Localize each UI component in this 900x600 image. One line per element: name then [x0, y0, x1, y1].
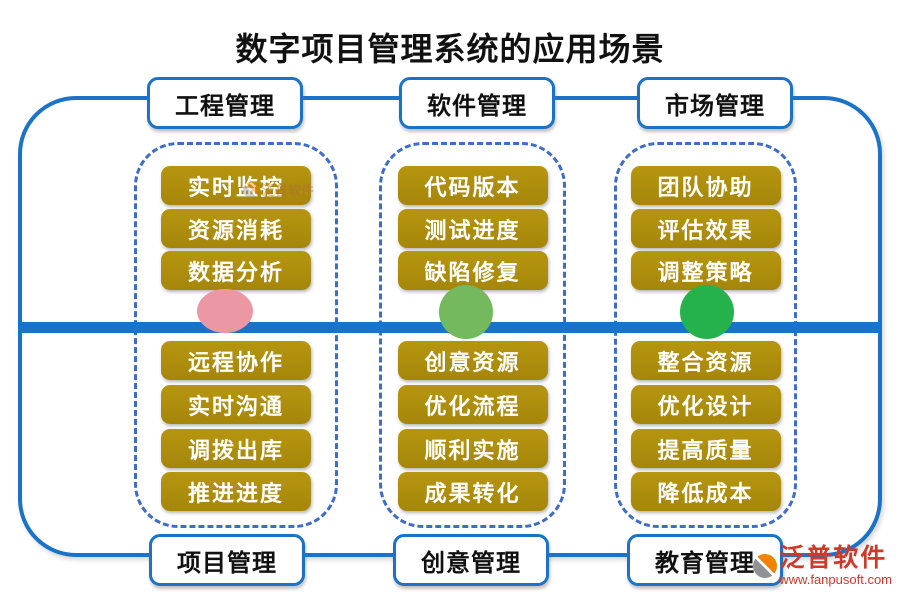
diagram-item: 团队协助: [630, 166, 781, 205]
diagram-item: 远程协作: [161, 341, 311, 380]
diagram-item: 调拨出库: [161, 429, 311, 468]
watermark-brand-faint: 泛普软件: [262, 183, 315, 198]
diagram-item: 缺陷修复: [397, 251, 548, 290]
diagram-item: 调整策略: [630, 251, 781, 290]
watermark-faint: 泛普软件: [243, 180, 314, 199]
bottom-label-creative: 创意管理: [393, 534, 549, 586]
diagram-item: 顺利实施: [397, 429, 548, 468]
diagram-item: 优化流程: [397, 385, 548, 424]
diagram-item: 优化设计: [630, 385, 781, 424]
diagram-item: 资源消耗: [161, 209, 311, 248]
diagram-item: 代码版本: [397, 166, 548, 205]
timeline-node-green: [439, 285, 493, 339]
diagram-item: 实时沟通: [161, 385, 311, 424]
diagram-item: 测试进度: [397, 209, 548, 248]
timeline-node-pink: [197, 289, 253, 333]
diagram-item: 降低成本: [630, 472, 781, 511]
column-group-software: 代码版本 测试进度 缺陷修复 创意资源 优化流程 顺利实施 成果转化: [379, 142, 566, 528]
diagram-item: 整合资源: [630, 341, 781, 380]
fanpu-logo-icon: [753, 554, 778, 578]
watermark-brand: 泛普软件: [779, 545, 888, 572]
column-group-engineering: 实时监控 资源消耗 数据分析 远程协作 实时沟通 调拨出库 推进进度: [134, 142, 338, 528]
fanpu-logo-icon: [243, 181, 259, 198]
top-label-software: 软件管理: [399, 77, 555, 129]
top-label-engineering: 工程管理: [147, 77, 303, 129]
diagram-title: 数字项目管理系统的应用场景: [235, 31, 665, 67]
diagram-item: 创意资源: [397, 341, 548, 380]
diagram-item: 推进进度: [161, 472, 311, 511]
diagram-item: 评估效果: [630, 209, 781, 248]
diagram-item: 成果转化: [397, 472, 548, 511]
bottom-label-project: 项目管理: [149, 534, 305, 586]
watermark-url: www.fanpusoft.com: [779, 572, 892, 587]
diagram-item: 实时监控: [161, 166, 311, 205]
diagram-item: 数据分析: [161, 251, 311, 290]
top-label-market: 市场管理: [637, 77, 793, 129]
diagram-item: 提高质量: [630, 429, 781, 468]
timeline-node-bright-green: [680, 285, 734, 339]
watermark: 泛普软件 www.fanpusoft.com: [753, 546, 892, 586]
column-group-market: 团队协助 评估效果 调整策略 整合资源 优化设计 提高质量 降低成本: [614, 142, 797, 528]
